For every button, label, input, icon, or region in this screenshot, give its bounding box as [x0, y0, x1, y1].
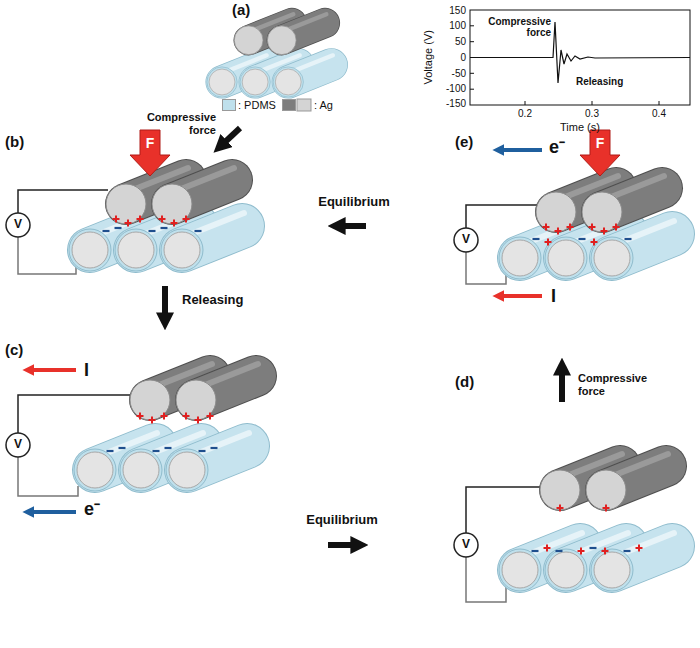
axis-title: Voltage (V) — [422, 30, 435, 84]
cylinder-stack — [74, 364, 258, 491]
tick-label: 100 — [449, 20, 466, 32]
force-arrow — [580, 130, 620, 176]
legend-swatch — [222, 99, 236, 111]
tick-label: 0 — [460, 52, 466, 64]
electron-arrow — [502, 148, 542, 152]
force-label: F — [146, 135, 155, 151]
tick-label: -100 — [446, 83, 466, 95]
step-label: Compressive force — [136, 111, 216, 136]
tick-label: 0.3 — [585, 108, 599, 120]
tick-label: 50 — [455, 36, 466, 48]
panel-label: (d) — [455, 373, 474, 390]
panel-label: (e) — [455, 133, 473, 150]
current-label: I — [551, 286, 556, 307]
electron-label: e⁻ — [84, 499, 100, 520]
tick-label: 0.2 — [518, 108, 532, 120]
meter-label: V — [14, 218, 22, 232]
step-label: Compressive force — [578, 372, 658, 397]
meter-label: V — [14, 438, 22, 452]
step-label: Releasing — [182, 293, 243, 308]
plot-annotation: Compressive force — [485, 16, 551, 39]
legend-swatch — [282, 99, 296, 111]
tick-label: 0.4 — [652, 108, 666, 120]
current-arrow — [502, 294, 542, 298]
current-arrow — [32, 368, 76, 372]
meter-label: V — [462, 538, 470, 552]
tick-label: 150 — [449, 5, 466, 17]
legend-swatch — [297, 99, 311, 111]
meter-label: V — [462, 233, 470, 247]
tick-label: -150 — [446, 98, 466, 110]
force-label: F — [596, 135, 605, 151]
panel-label: (a) — [232, 1, 250, 18]
electron-label: e⁻ — [549, 137, 565, 158]
plot-annotation: Releasing — [576, 76, 623, 88]
cylinder-stack — [499, 454, 674, 591]
electron-arrow — [32, 510, 76, 514]
cylinder-stack — [69, 168, 244, 271]
panel-label: (c) — [5, 341, 23, 358]
legend-text: : Ag — [314, 99, 333, 112]
axis-title: Time (s) — [560, 121, 600, 134]
cylinder-stack — [207, 14, 333, 97]
legend-text: : PDMS — [238, 99, 276, 112]
tick-label: -50 — [452, 68, 466, 80]
current-label: I — [84, 360, 89, 381]
step-label: Equilibrium — [318, 195, 390, 210]
step-label: Equilibrium — [306, 513, 378, 528]
force-arrow — [130, 130, 170, 176]
voltage-plot — [470, 10, 690, 105]
panel-label: (b) — [5, 133, 24, 150]
cylinder-stack — [499, 176, 674, 279]
